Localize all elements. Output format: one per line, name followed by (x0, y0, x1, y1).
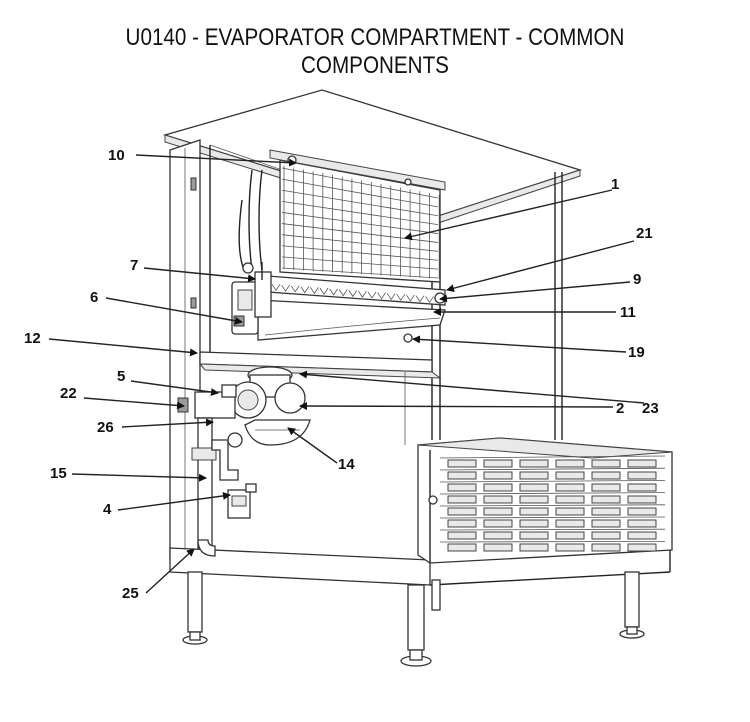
callout-9: 9 (633, 271, 641, 288)
callout-5: 5 (117, 368, 125, 385)
leader-9 (439, 281, 631, 303)
cabinet-frame (162, 89, 671, 667)
callout-22: 22 (60, 385, 77, 402)
leader-lines (48, 154, 645, 594)
callout-7: 7 (130, 257, 138, 274)
water-trough (257, 275, 446, 343)
callout-26: 26 (97, 419, 114, 436)
front-grille-panel (417, 437, 673, 564)
callout-23: 23 (642, 400, 659, 417)
evaporator (238, 149, 446, 283)
water-pump (177, 366, 311, 446)
leader-25 (145, 548, 195, 594)
leader-21 (446, 240, 635, 293)
callout-labels: 10 1 21 7 9 6 11 12 19 5 22 2 23 26 14 1… (24, 147, 659, 602)
drain-piping (191, 417, 257, 557)
leader-15 (71, 473, 207, 482)
leader-26 (121, 418, 214, 428)
leader-23 (299, 370, 645, 404)
callout-2: 2 (616, 400, 624, 417)
leader-14 (287, 427, 338, 464)
leader-22 (83, 397, 185, 410)
callout-25: 25 (122, 585, 139, 602)
leader-6 (105, 297, 243, 325)
leader-2 (299, 402, 614, 411)
leader-19 (412, 335, 627, 353)
callout-11: 11 (620, 304, 636, 321)
callout-6: 6 (90, 289, 98, 306)
callout-19: 19 (628, 344, 645, 361)
callout-12: 12 (24, 330, 41, 347)
leader-10 (135, 154, 297, 167)
leader-12 (48, 338, 198, 357)
leader-7 (143, 267, 256, 283)
callout-1: 1 (611, 176, 619, 193)
callout-21: 21 (636, 225, 653, 242)
callout-15: 15 (50, 465, 67, 482)
leader-5 (130, 380, 219, 397)
page-title: U0140 - EVAPORATOR COMPARTMENT - COMMON … (125, 24, 625, 79)
leader-1 (404, 189, 613, 241)
leader-4 (117, 491, 231, 511)
callout-4: 4 (103, 501, 112, 518)
callout-14: 14 (338, 456, 355, 473)
callout-10: 10 (108, 147, 125, 164)
